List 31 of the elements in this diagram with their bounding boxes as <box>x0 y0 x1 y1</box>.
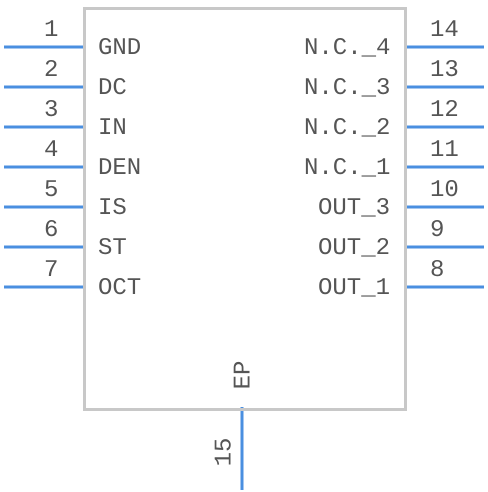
pin-name: OUT_2 <box>318 236 390 262</box>
pin-number: 1 <box>44 18 58 44</box>
pin-name: N.C._2 <box>304 116 390 142</box>
pin-name: IN <box>98 116 127 142</box>
pin-name: N.C._1 <box>304 156 390 182</box>
pin-number: 9 <box>430 218 444 244</box>
pin-name: DEN <box>98 156 142 182</box>
pin-number: 14 <box>430 18 459 44</box>
pin-name: EP <box>230 360 257 390</box>
pin-name: IS <box>98 196 127 222</box>
pin-number: 7 <box>44 258 58 284</box>
pin-name: GND <box>98 36 142 62</box>
pin-name: N.C._4 <box>304 36 390 62</box>
pin-number: 15 <box>212 438 238 466</box>
pin-number: 6 <box>44 218 58 244</box>
pin-number: 8 <box>430 258 444 284</box>
pin-name: DC <box>98 76 127 102</box>
pin-name: OUT_1 <box>318 276 390 302</box>
pin-number: 5 <box>44 178 58 204</box>
pin-number: 10 <box>430 178 459 204</box>
pin-number: 13 <box>430 58 459 84</box>
pin-name: ST <box>98 236 127 262</box>
pin-number: 11 <box>430 138 459 164</box>
pin-name: OUT_3 <box>318 196 390 222</box>
pin-number: 3 <box>44 98 58 124</box>
pin-number: 2 <box>44 58 58 84</box>
pin-number: 4 <box>44 138 58 164</box>
pin-name: N.C._3 <box>304 76 390 102</box>
pin-name: OCT <box>98 276 142 302</box>
pin-number: 12 <box>430 98 459 124</box>
chip-body <box>83 7 407 411</box>
